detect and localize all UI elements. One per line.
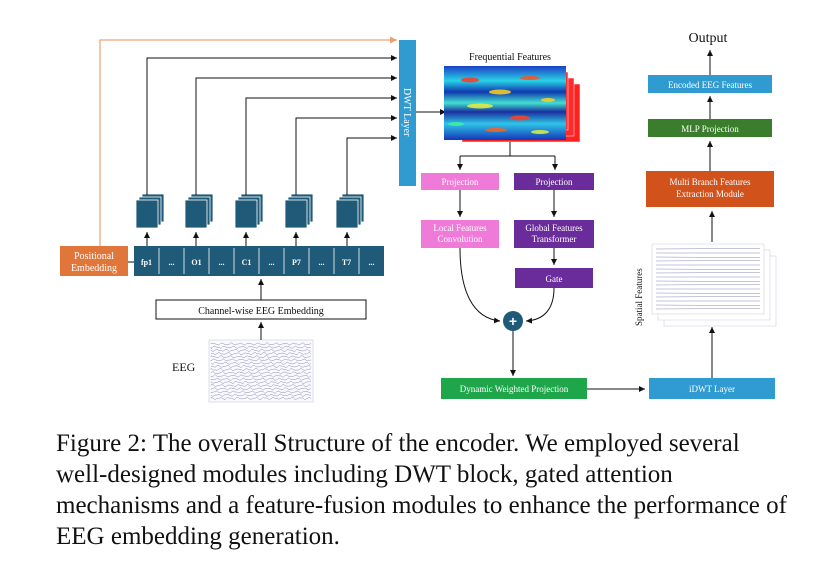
sum-node (503, 311, 523, 331)
multi-branch-line2: Extraction Module (676, 189, 744, 199)
eeg-label: EEG (172, 360, 196, 374)
channel-embedding-label: Channel-wise EEG Embedding (198, 306, 324, 317)
projection-global-label: Projection (536, 177, 573, 187)
mlp-projection-label: MLP Projection (681, 124, 739, 134)
gate-box (515, 268, 593, 288)
dwt-layer-label: DWT Layer (401, 88, 412, 137)
token-cell: P7 (292, 258, 301, 267)
mlp-projection-box (648, 119, 772, 137)
multi-branch-box (646, 171, 774, 207)
encoded-eeg-label: Encoded EEG Features (668, 80, 752, 90)
dwt-input-connectors (144, 55, 397, 246)
token-cell: ... (269, 258, 275, 267)
spatial-features-label: Spatial Features (634, 268, 644, 326)
eeg-signal-image (208, 339, 314, 403)
token-cell: ... (369, 258, 375, 267)
token-cell: ... (319, 258, 325, 267)
sum-node-symbol: + (509, 313, 517, 329)
spatial-features-stack (651, 243, 777, 327)
multi-branch-line1: Multi Branch Features (670, 177, 751, 187)
positional-label-line1: Positional (74, 251, 114, 262)
positional-embedding-box (60, 246, 128, 276)
token-cell: ... (219, 258, 225, 267)
token-cell: T7 (342, 258, 351, 267)
projection-local-label: Projection (442, 177, 479, 187)
global-features-line1: Global Features (525, 223, 583, 233)
dynamic-weighted-box (441, 378, 587, 399)
output-label: Output (689, 31, 728, 46)
global-features-box (514, 220, 594, 248)
dwt-layer-box (399, 40, 416, 186)
channel-feature-stacks (135, 193, 365, 229)
positional-label-line2: Embedding (71, 263, 117, 274)
idwt-layer-label: iDWT Layer (689, 384, 735, 394)
local-features-line2: Convolution (437, 234, 483, 244)
projection-local-box (421, 173, 499, 190)
dynamic-weighted-label: Dynamic Weighted Projection (460, 384, 569, 394)
global-features-line2: Transformer (532, 234, 577, 244)
encoded-eeg-box (648, 75, 772, 93)
idwt-layer-box (649, 378, 775, 399)
frequential-features-label: Frequential Features (469, 52, 551, 63)
frequential-heatmaps (444, 66, 581, 143)
gate-label: Gate (546, 274, 563, 284)
figure-caption: Figure 2: The overall Structure of the e… (56, 430, 787, 550)
token-cell: C1 (242, 258, 252, 267)
projection-global-box (514, 173, 594, 190)
token-strip: fp1... O1... C1... P7... T7... (134, 246, 384, 276)
encoder-diagram: EEG Channel-wise EEG Embedding fp1... O1.… (60, 31, 777, 403)
local-features-line1: Local Features (433, 223, 487, 233)
token-cell: ... (169, 258, 175, 267)
local-features-box (421, 220, 499, 248)
token-cell: O1 (191, 258, 201, 267)
token-cell: fp1 (141, 258, 152, 267)
